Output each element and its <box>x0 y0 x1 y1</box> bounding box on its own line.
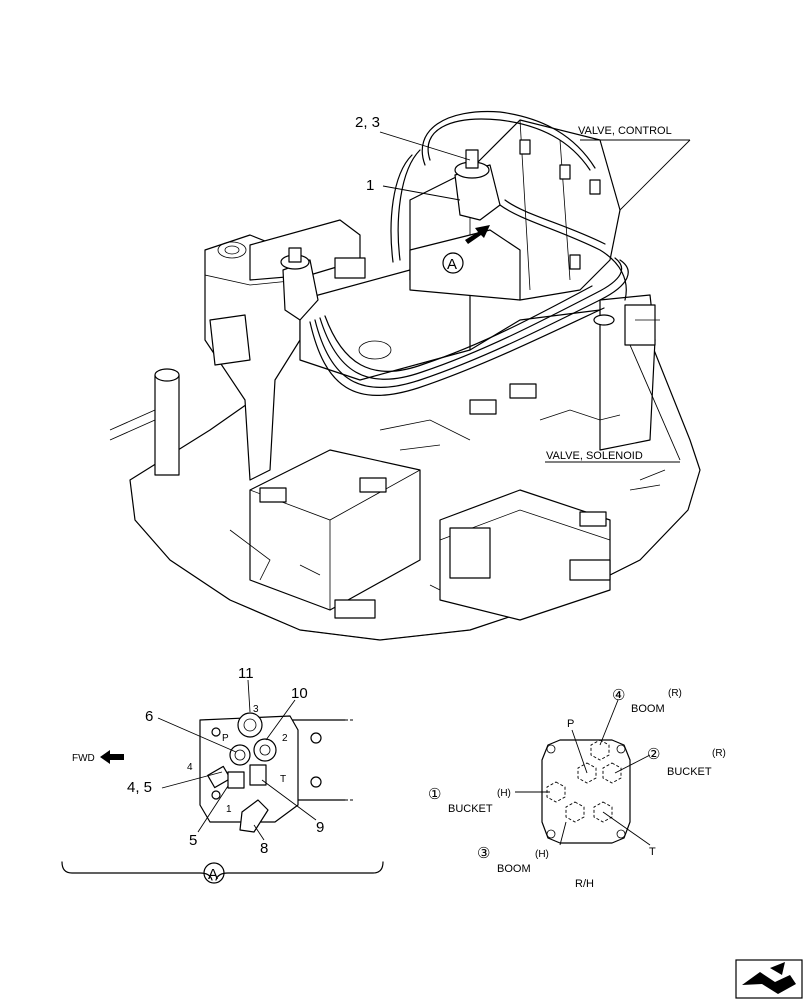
detail-num-4: 4 <box>187 762 193 773</box>
view-a-bracket <box>61 861 384 884</box>
port-r-top: (R) <box>668 688 682 699</box>
callout-2-3: 2, 3 <box>355 114 380 131</box>
port-t: T <box>649 846 656 858</box>
port-c4: ④ <box>612 687 625 704</box>
callout-6: 6 <box>145 708 153 725</box>
view-a-marker: A <box>447 256 457 273</box>
valve-control-label: VALVE, CONTROL <box>578 125 672 137</box>
next-page-icon[interactable] <box>735 959 803 999</box>
callout-1: 1 <box>366 177 374 194</box>
callout-8: 8 <box>260 840 268 857</box>
callout-4-5: 4, 5 <box>127 779 152 796</box>
port-h-bottom: (H) <box>535 849 549 860</box>
detail-num-2: 2 <box>282 733 288 744</box>
port-c2: ② <box>647 746 660 763</box>
callout-9: 9 <box>316 819 324 836</box>
detail-num-3: 3 <box>253 704 259 715</box>
port-c1: ① <box>428 786 441 803</box>
port-c3: ③ <box>477 845 490 862</box>
detail-port-p: P <box>222 733 229 744</box>
detail-num-1: 1 <box>226 804 232 815</box>
callout-5: 5 <box>189 832 197 849</box>
port-h-left: (H) <box>497 788 511 799</box>
main-leaders <box>379 131 691 463</box>
view-a-bottom-label: A <box>208 866 218 883</box>
callout-10: 10 <box>291 685 308 702</box>
port-bucket-left: BUCKET <box>448 803 493 815</box>
port-boom-bottom: BOOM <box>497 863 531 875</box>
port-boom-top: BOOM <box>631 703 665 715</box>
valve-solenoid-label: VALVE, SOLENOID <box>546 450 643 462</box>
port-r-right: (R) <box>712 748 726 759</box>
fwd-label: FWD <box>72 753 95 764</box>
callout-11: 11 <box>238 665 254 682</box>
upper-frame-assembly <box>109 110 701 641</box>
detail-a-leaders <box>157 679 317 841</box>
port-bucket-right: BUCKET <box>667 766 712 778</box>
port-rh: R/H <box>575 878 594 890</box>
port-p: P <box>567 718 574 730</box>
detail-port-t: T <box>280 774 286 785</box>
port-diagram <box>515 699 651 846</box>
